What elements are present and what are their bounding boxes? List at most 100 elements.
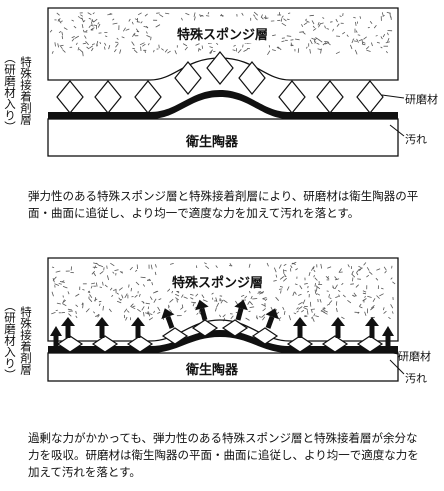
speckle xyxy=(71,38,75,42)
speckle xyxy=(52,276,57,281)
abrasive-particle xyxy=(278,80,306,114)
speckle xyxy=(143,312,145,317)
speckle xyxy=(195,293,199,297)
speckle xyxy=(133,49,138,54)
speckle xyxy=(230,315,234,320)
speckle xyxy=(167,50,171,54)
speckle xyxy=(310,308,315,310)
speckle xyxy=(347,299,352,304)
speckle xyxy=(140,276,146,279)
speckle xyxy=(233,44,236,47)
speckle xyxy=(232,49,236,51)
speckle xyxy=(323,311,328,315)
speckle xyxy=(316,286,318,292)
speckle xyxy=(308,271,311,277)
speckle xyxy=(299,285,303,290)
speckle xyxy=(99,41,102,45)
speckle xyxy=(148,311,150,317)
speckle xyxy=(314,41,317,44)
speckle xyxy=(270,306,273,311)
speckle xyxy=(304,283,308,285)
speckle xyxy=(278,264,282,269)
abrasive-particle xyxy=(174,61,202,95)
speckle xyxy=(192,302,195,307)
speckle xyxy=(381,12,384,16)
speckle xyxy=(145,302,150,305)
speckle xyxy=(367,295,372,298)
speckle xyxy=(153,49,155,53)
speckle xyxy=(350,44,353,50)
speckle xyxy=(62,286,68,289)
speckle xyxy=(130,306,136,310)
speckle xyxy=(369,20,373,24)
speckle xyxy=(376,268,381,271)
speckle xyxy=(82,51,84,57)
adhesive-layer-label: 特殊接着剤層 xyxy=(19,56,33,125)
speckle xyxy=(280,290,282,294)
speckle xyxy=(181,17,183,21)
speckle xyxy=(314,38,317,41)
speckle xyxy=(67,308,73,311)
speckle xyxy=(305,20,310,23)
speckle xyxy=(223,299,228,304)
speckle xyxy=(350,283,354,285)
speckle xyxy=(54,42,56,47)
speckle xyxy=(245,317,250,321)
dirt-leader xyxy=(389,359,405,375)
speckle xyxy=(309,14,314,17)
speckle xyxy=(389,12,391,18)
speckle xyxy=(62,299,65,304)
speckle xyxy=(151,281,153,286)
speckle xyxy=(325,41,330,45)
caption-1: 弾力性のある特殊スポンジ層と特殊接着剤層により、研磨材は衛生陶器の平面・曲面に追… xyxy=(28,189,419,220)
speckle xyxy=(305,46,308,49)
abrasive-leader xyxy=(381,94,405,99)
abrasive-particle xyxy=(94,80,122,114)
speckle xyxy=(291,262,296,265)
speckle xyxy=(361,39,363,45)
speckle xyxy=(315,285,321,290)
diagram-panel-2: 特殊スポンジ層 衛生陶器 特殊接着剤層 （研磨材入り） 研磨材 汚れ 過剰な力が… xyxy=(0,248,444,491)
cross-section-diagram-2 xyxy=(47,257,405,382)
speckle xyxy=(347,264,350,268)
speckle xyxy=(264,298,268,301)
speckle xyxy=(302,299,306,305)
speckle xyxy=(102,305,104,311)
speckle xyxy=(301,24,304,27)
speckle xyxy=(215,265,218,269)
speckle xyxy=(313,269,316,273)
speckle xyxy=(93,18,98,23)
speckle xyxy=(93,24,97,26)
speckle xyxy=(335,51,340,55)
speckle xyxy=(176,299,178,303)
speckle xyxy=(213,50,216,53)
speckle xyxy=(287,12,291,14)
speckle xyxy=(153,298,157,303)
speckle xyxy=(183,310,187,313)
abrasive-particle xyxy=(56,80,84,114)
speckle xyxy=(364,311,367,316)
speckle xyxy=(91,21,93,26)
speckle xyxy=(240,294,245,297)
abrasive-particle xyxy=(126,335,154,353)
force-arrow xyxy=(365,317,379,338)
speckle xyxy=(155,264,157,268)
force-arrow xyxy=(234,299,248,321)
speckle xyxy=(326,276,330,279)
speckle xyxy=(366,267,370,271)
speckle xyxy=(141,300,145,303)
bent-force-arrow xyxy=(382,326,394,348)
speckle xyxy=(284,273,287,277)
force-arrow xyxy=(95,317,109,338)
speckle xyxy=(309,39,313,45)
speckle xyxy=(311,267,314,271)
speckle xyxy=(390,277,393,280)
speckle xyxy=(346,34,349,37)
speckle xyxy=(91,282,96,285)
speckle xyxy=(135,281,140,286)
speckle xyxy=(93,262,98,265)
speckle xyxy=(112,18,115,21)
speckle xyxy=(91,270,96,275)
speckle xyxy=(278,288,283,290)
speckle xyxy=(260,16,264,20)
